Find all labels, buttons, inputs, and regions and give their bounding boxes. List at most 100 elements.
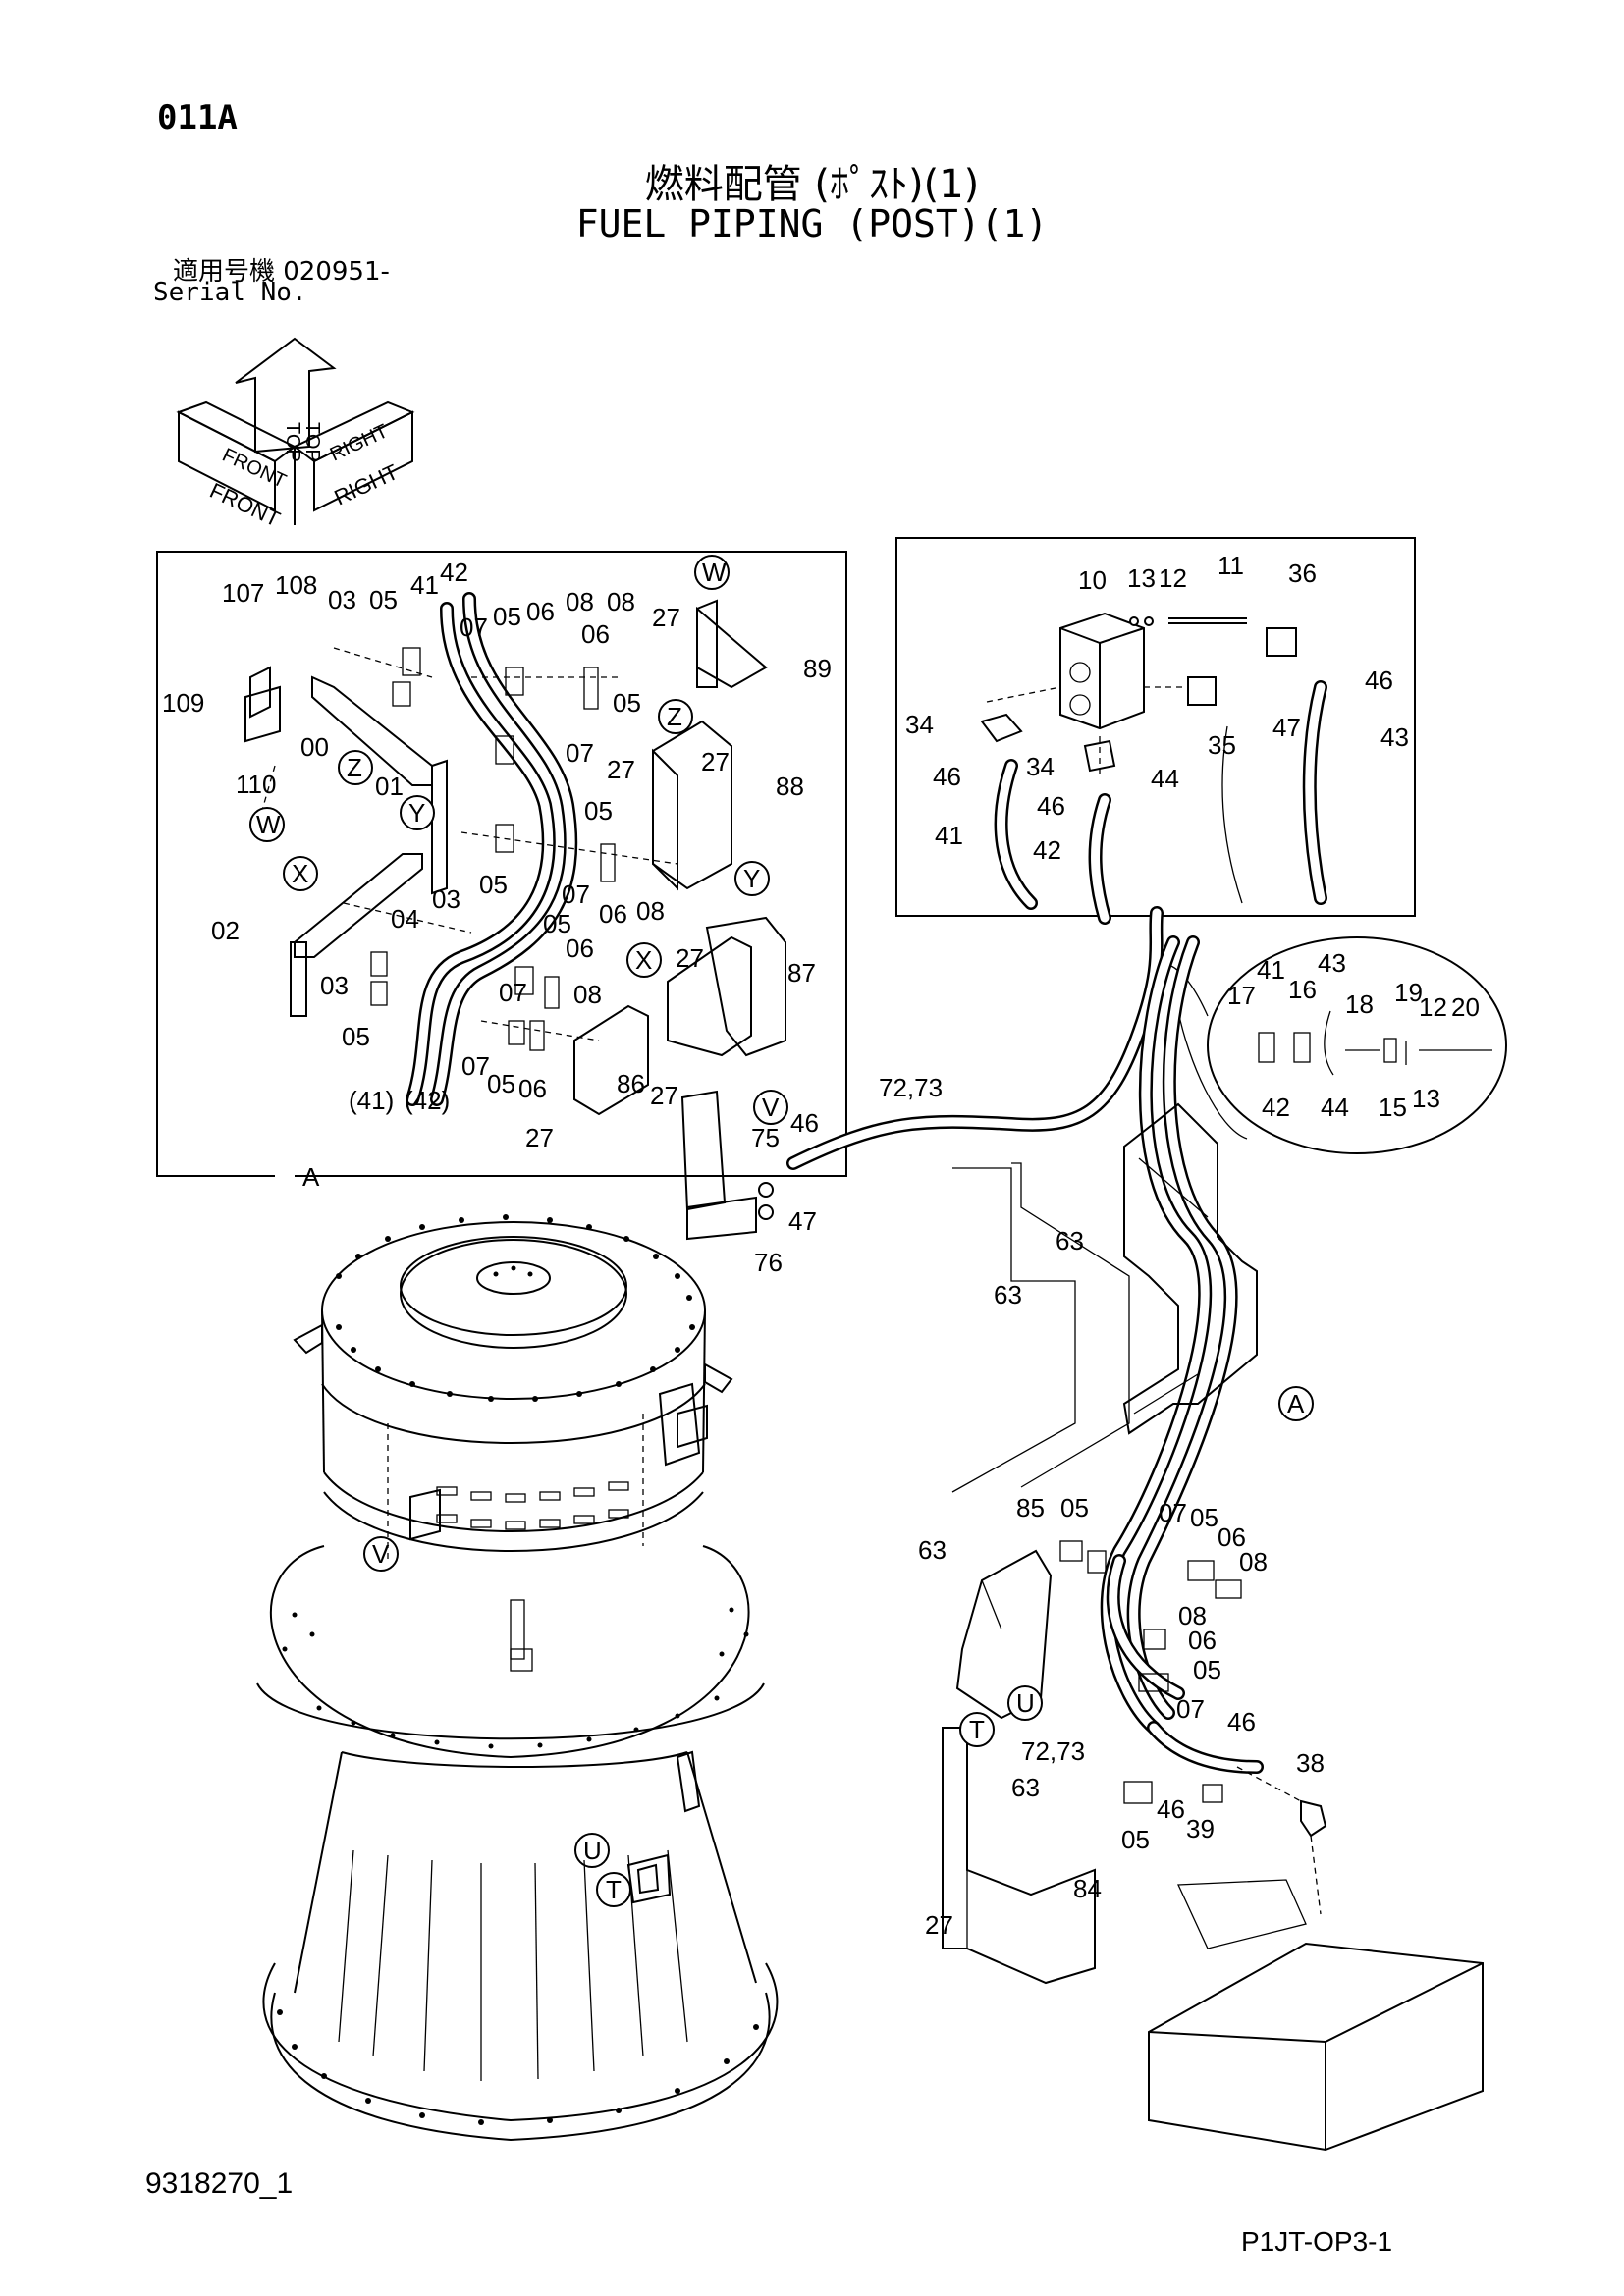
callout-05: 05 (613, 688, 641, 718)
callout-13: 13 (1412, 1084, 1440, 1113)
callout-08: 08 (573, 980, 602, 1009)
callout-42: 42 (440, 558, 468, 587)
callout-08: 08 (566, 587, 594, 616)
svg-text:A: A (1287, 1389, 1305, 1418)
callout-63: 63 (918, 1535, 947, 1565)
disk-bolts (282, 1607, 749, 1749)
right-label: RIGHT (331, 459, 403, 510)
marker-t-upper: T (959, 1712, 995, 1747)
callout-05: 05 (369, 585, 398, 614)
callout-63: 63 (1056, 1226, 1084, 1255)
callout-41: 41 (935, 821, 963, 850)
svg-text:X: X (635, 945, 652, 975)
callout-110: 110 (236, 770, 276, 799)
callout-72-73: 72,73 (1021, 1736, 1085, 1766)
callout-06: 06 (599, 899, 627, 929)
callout-04: 04 (391, 904, 419, 934)
figure-code: P1JT-OP3-1 (1241, 2226, 1393, 2257)
callout-16: 16 (1288, 975, 1317, 1004)
marker-z-top: Z (658, 699, 693, 734)
callout-46: 46 (933, 762, 961, 791)
callout-75: 75 (751, 1123, 780, 1152)
callout-00: 00 (300, 732, 329, 762)
callout-03: 03 (328, 585, 356, 614)
callout-02: 02 (211, 916, 240, 945)
callout-18: 18 (1345, 989, 1374, 1019)
callout-84: 84 (1073, 1874, 1102, 1903)
callout-07: 07 (566, 738, 594, 768)
callout-27: 27 (925, 1910, 953, 1940)
serial-label-japanese: 適用号機 020951- (173, 257, 390, 287)
svg-text:T: T (969, 1715, 985, 1744)
callout-07: 07 (460, 613, 488, 642)
callout-17: 17 (1227, 981, 1256, 1010)
callout-76: 76 (754, 1248, 783, 1277)
svg-text:Y: Y (408, 798, 425, 828)
svg-text:U: U (1016, 1688, 1035, 1718)
callout-44: 44 (1151, 764, 1179, 793)
callout-89: 89 (803, 654, 832, 683)
callout-08: 08 (1239, 1547, 1268, 1576)
callout-05: 05 (1121, 1825, 1150, 1854)
top-label: TOP (282, 422, 303, 462)
callout-05: 05 (342, 1022, 370, 1051)
marker-x-left: X (283, 856, 318, 891)
callout-43: 43 (1380, 722, 1409, 752)
callout-108: 108 (275, 570, 317, 600)
callout-42: 42 (1262, 1093, 1290, 1122)
callout-15: 15 (1379, 1093, 1407, 1122)
callout-05: 05 (1190, 1503, 1218, 1532)
callout-08: 08 (607, 587, 635, 616)
callout-05: 05 (543, 909, 571, 938)
svg-text:U: U (583, 1836, 602, 1865)
callout-27: 27 (607, 755, 635, 784)
callout-63: 63 (994, 1280, 1022, 1309)
callout-05: 05 (1060, 1493, 1089, 1522)
page-code: 011A (157, 98, 238, 137)
marker-w-left: W (249, 807, 285, 842)
top-label-mirror: TOP (301, 422, 323, 462)
post-structure (256, 1214, 779, 2142)
callout-07: 07 (461, 1051, 490, 1081)
callout-41: 41 (1257, 955, 1285, 985)
title-japanese: 燃料配管 (ﾎﾟｽﾄ)(1) (644, 162, 980, 207)
callout-06: 06 (581, 619, 610, 649)
callout-08: 08 (1178, 1601, 1207, 1630)
svg-text:W: W (256, 810, 281, 839)
callout-07: 07 (562, 880, 590, 909)
callout-27: 27 (650, 1081, 678, 1110)
callout-06: 06 (1218, 1522, 1246, 1552)
base-bolts (277, 2009, 759, 2125)
title-english: FUEL PIPING (POST)(1) (575, 202, 1049, 245)
marker-v-upper: V (753, 1090, 788, 1125)
callout-47: 47 (788, 1206, 817, 1236)
callout-38: 38 (1296, 1748, 1325, 1778)
callout-46: 46 (1037, 791, 1065, 821)
marker-a: A (1278, 1386, 1314, 1421)
callout-01: 01 (375, 772, 404, 801)
callout-27: 27 (701, 747, 730, 776)
callout-41-paren: (41) (349, 1086, 394, 1115)
callout-12: 12 (1419, 992, 1447, 1022)
callout-46: 46 (1157, 1794, 1185, 1824)
main-area-callouts: 72,73 46 75 47 76 63 63 85 05 63 07 05 0… (751, 1073, 1325, 1940)
marker-u-lower: U (574, 1833, 610, 1868)
callout-05: 05 (479, 870, 508, 899)
svg-text:Y: Y (743, 864, 760, 893)
callout-35: 35 (1208, 730, 1236, 760)
callout-07: 07 (499, 978, 527, 1007)
callout-107: 107 (222, 578, 264, 608)
svg-text:Z: Z (667, 702, 682, 731)
callout-05: 05 (584, 796, 613, 826)
svg-text:V: V (762, 1093, 780, 1122)
callout-20: 20 (1451, 992, 1480, 1022)
marker-z-left: Z (338, 750, 373, 785)
callout-06: 06 (1188, 1626, 1217, 1655)
main-hose-route (680, 906, 1484, 2152)
marker-v-lower: V (363, 1536, 399, 1572)
callout-27: 27 (676, 943, 704, 973)
callout-46: 46 (1227, 1707, 1256, 1736)
marker-t-lower: T (596, 1872, 631, 1907)
flange-bolts (336, 1214, 695, 1402)
